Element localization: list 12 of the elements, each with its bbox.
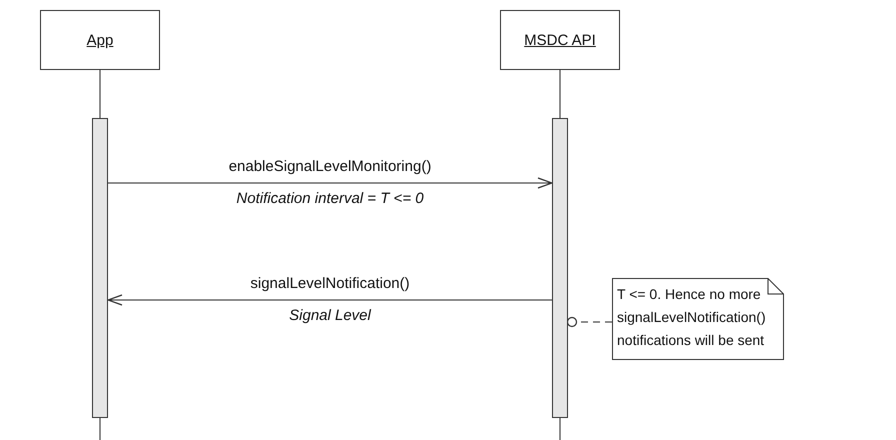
- lifeline-header-box: MSDC API: [500, 10, 620, 70]
- activation-bar: [92, 118, 108, 418]
- message-label: signalLevelNotification(): [250, 275, 410, 292]
- message-arrow: [108, 177, 553, 189]
- note: T <= 0. Hence no more signalLevelNotification() notifications will be sent: [612, 278, 784, 360]
- activation-bar: [552, 118, 568, 418]
- message-note: Signal Level: [289, 307, 371, 324]
- message-arrow: [107, 294, 552, 306]
- message-note: Notification interval = T <= 0: [236, 190, 424, 207]
- leader-line: [566, 316, 612, 328]
- message-label: enableSignalLevelMonitoring(): [228, 158, 432, 175]
- lifeline-header-box: App: [40, 10, 160, 70]
